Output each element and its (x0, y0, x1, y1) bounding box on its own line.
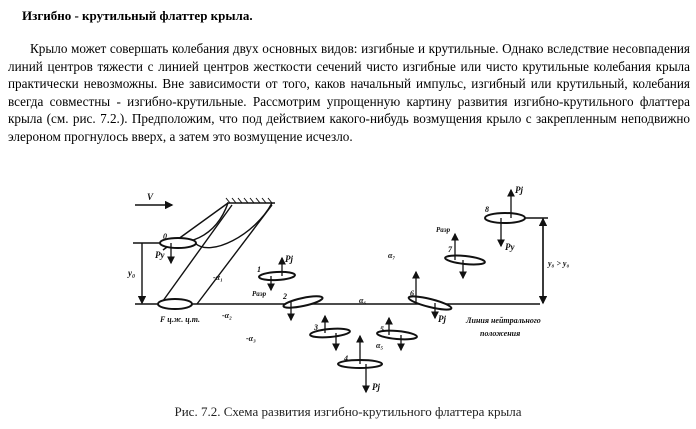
angle-label: -α₁ (213, 273, 223, 282)
position-label: 5 (380, 325, 384, 334)
position-label: 8 (485, 205, 489, 214)
neutral-line-label-1: Линия нейтрального (465, 316, 541, 325)
angle-label: α₅ (376, 341, 383, 350)
position-label: 1 (257, 265, 261, 274)
y0-label: y₀ (127, 268, 135, 278)
position-label: 7 (448, 245, 453, 254)
neutral-line-label-2: положения (480, 329, 520, 338)
force-label: Pу (505, 242, 515, 252)
force-label: Pj (515, 185, 523, 195)
velocity-label: V (147, 192, 154, 202)
angle-label: α₆ (359, 296, 366, 305)
force-label: Pаэр (252, 290, 267, 298)
flutter-diagram: V y₀ F ц.ж. ц.т. Линия нейтрального поло… (127, 185, 569, 394)
airfoil-2 (282, 295, 324, 309)
airfoil-3 (309, 327, 351, 339)
position-label: 3 (313, 323, 318, 332)
force-label: Pj (372, 382, 380, 392)
force-label: Pаэр (436, 226, 451, 234)
f-label: F ц.ж. ц.т. (159, 315, 200, 324)
airfoil-sections (157, 212, 526, 369)
angle-label: -α₃ (246, 334, 256, 343)
angle-label: -α₂ (222, 311, 232, 320)
airfoil-5 (376, 329, 418, 341)
y8-label: y₈ > y₀ (547, 259, 569, 268)
force-label: Pj (438, 314, 446, 324)
position-label: 0 (163, 232, 167, 241)
airfoil-7 (444, 254, 486, 266)
force-label: Pj (285, 254, 293, 264)
airfoil-6 (407, 295, 453, 311)
section-title: Изгибно - крутильный флаттер крыла. (22, 8, 253, 23)
body-paragraph: Крыло может совершать колебания двух осн… (8, 41, 690, 144)
airfoil-0 (159, 237, 197, 249)
airfoil-1 (258, 270, 296, 282)
angle-label: α₇ (388, 251, 395, 260)
airfoil-8 (484, 212, 526, 224)
position-label: 6 (410, 289, 414, 298)
airfoil-f (157, 298, 193, 310)
figure-caption: Рис. 7.2. Схема развития изгибно-крутиль… (174, 404, 522, 419)
force-label: Pу (155, 250, 165, 260)
position-label: 4 (343, 354, 348, 363)
position-label: 2 (282, 292, 287, 301)
